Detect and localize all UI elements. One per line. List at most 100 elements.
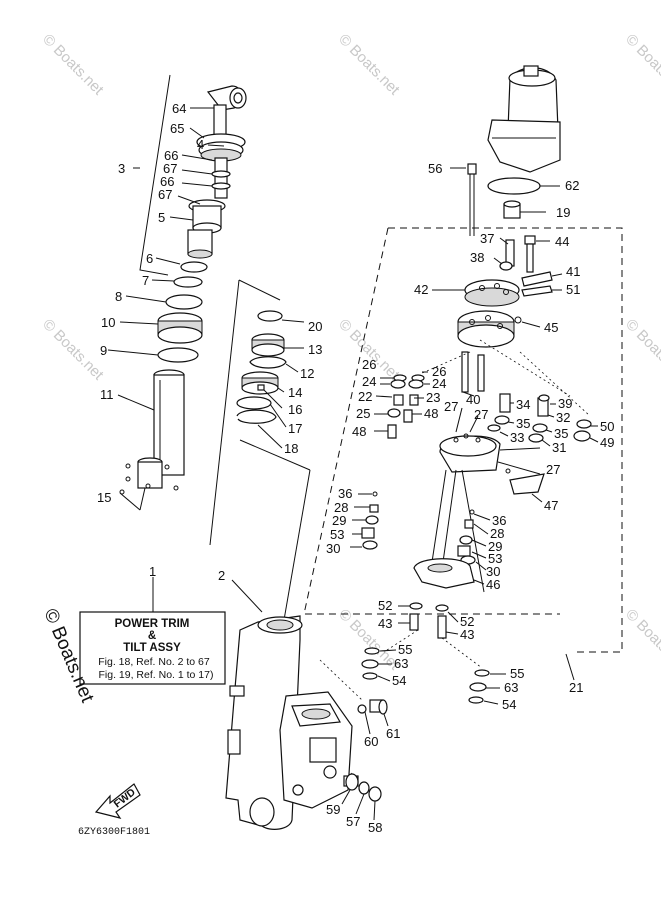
box-ref-2: Fig. 19, Ref. No. 1 to 17)	[99, 669, 214, 681]
callout-27: 27	[444, 399, 458, 414]
callout-28: 28	[334, 500, 348, 515]
callout-29: 29	[488, 539, 502, 554]
callout-49: 49	[600, 435, 614, 450]
callout-31: 31	[552, 440, 566, 455]
callout-59: 59	[326, 802, 340, 817]
callout-40: 40	[466, 392, 480, 407]
callout-27: 27	[474, 407, 488, 422]
callout-46: 46	[486, 577, 500, 592]
callout-52: 52	[378, 598, 392, 613]
callout-17: 17	[288, 421, 302, 436]
callout-67: 67	[163, 161, 177, 176]
callout-61: 61	[386, 726, 400, 741]
watermark: © Boats.net	[39, 31, 107, 99]
callout-7: 7	[142, 273, 149, 288]
callout-66: 66	[160, 174, 174, 189]
callout-26: 26	[432, 364, 446, 379]
callout-33: 33	[510, 430, 524, 445]
box-title-2: &	[148, 630, 156, 642]
callout-52: 52	[460, 614, 474, 629]
callout-51: 51	[566, 282, 580, 297]
watermark: © Boats.net	[39, 316, 107, 384]
callout-18: 18	[284, 441, 298, 456]
callout-43: 43	[460, 627, 474, 642]
callout-58: 58	[368, 820, 382, 835]
callout-34: 34	[516, 397, 530, 412]
fwd-indicator: FWD	[94, 783, 141, 819]
callout-2: 2	[218, 568, 225, 583]
callout-48: 48	[352, 424, 366, 439]
callout-9: 9	[100, 343, 107, 358]
callout-53: 53	[330, 527, 344, 542]
tilt-cylinder-group	[107, 74, 247, 511]
callout-66: 66	[164, 148, 178, 163]
callout-21: 21	[569, 680, 583, 695]
callout-57: 57	[346, 814, 360, 829]
drawing-code: 6ZY6300F1801	[78, 827, 150, 838]
callout-23: 23	[426, 390, 440, 405]
callout-55: 55	[510, 666, 524, 681]
callout-5: 5	[158, 210, 165, 225]
box-title-1: POWER TRIM	[115, 618, 190, 630]
callout-62: 62	[565, 178, 579, 193]
callout-30: 30	[486, 564, 500, 579]
callout-27: 27	[546, 462, 560, 477]
callout-29: 29	[332, 513, 346, 528]
callout-35: 35	[516, 416, 530, 431]
callout-53: 53	[488, 551, 502, 566]
callout-39: 39	[558, 396, 572, 411]
callout-65: 65	[170, 121, 184, 136]
callout-36: 36	[492, 513, 506, 528]
callout-6: 6	[146, 251, 153, 266]
callout-32: 32	[556, 410, 570, 425]
callout-60: 60	[364, 734, 378, 749]
callout-1: 1	[149, 564, 156, 579]
callout-54: 54	[392, 673, 406, 688]
callout-35: 35	[554, 426, 568, 441]
callout-28: 28	[490, 526, 504, 541]
callout-30: 30	[326, 541, 340, 556]
callout-8: 8	[115, 289, 122, 304]
callout-36: 36	[338, 486, 352, 501]
callout-67: 67	[158, 187, 172, 202]
tilt-bracket-group	[225, 579, 363, 830]
callout-45: 45	[544, 320, 558, 335]
box-ref-1: Fig. 18, Ref. No. 2 to 67	[98, 656, 210, 668]
callout-26: 26	[362, 357, 376, 372]
callout-64: 64	[172, 101, 186, 116]
callout-38: 38	[470, 250, 484, 265]
callout-55: 55	[398, 642, 412, 657]
callout-13: 13	[308, 342, 322, 357]
assembly-reference-box: POWER TRIM & TILT ASSY Fig. 18, Ref. No.…	[79, 577, 226, 685]
watermark: © Boats.net	[335, 31, 403, 99]
callout-24: 24	[432, 376, 446, 391]
box-title-3: TILT ASSY	[123, 642, 181, 654]
callout-54: 54	[502, 697, 516, 712]
watermark: © Boats.net	[622, 316, 661, 384]
callout-56: 56	[428, 161, 442, 176]
callout-labels: 64 65 4 66 3 67 66 67 5 6 7 8 10 9 11 15…	[97, 101, 614, 835]
motor-pump-group	[303, 65, 623, 705]
callout-14: 14	[288, 385, 302, 400]
callout-42: 42	[414, 282, 428, 297]
callout-20: 20	[308, 319, 322, 334]
watermark: © Boats.net	[622, 606, 661, 674]
callout-41: 41	[566, 264, 580, 279]
callout-47: 47	[544, 498, 558, 513]
callout-25: 25	[356, 406, 370, 421]
callout-24: 24	[362, 374, 376, 389]
callout-44: 44	[555, 234, 569, 249]
callout-50: 50	[600, 419, 614, 434]
callout-43: 43	[378, 616, 392, 631]
callout-15: 15	[97, 490, 111, 505]
callout-16: 16	[288, 402, 302, 417]
callout-48: 48	[424, 406, 438, 421]
callout-11: 11	[100, 387, 114, 402]
callout-63: 63	[504, 680, 518, 695]
callout-22: 22	[358, 389, 372, 404]
callout-10: 10	[101, 315, 115, 330]
callout-3: 3	[118, 161, 125, 176]
callout-37: 37	[480, 231, 494, 246]
callout-4: 4	[197, 137, 204, 152]
